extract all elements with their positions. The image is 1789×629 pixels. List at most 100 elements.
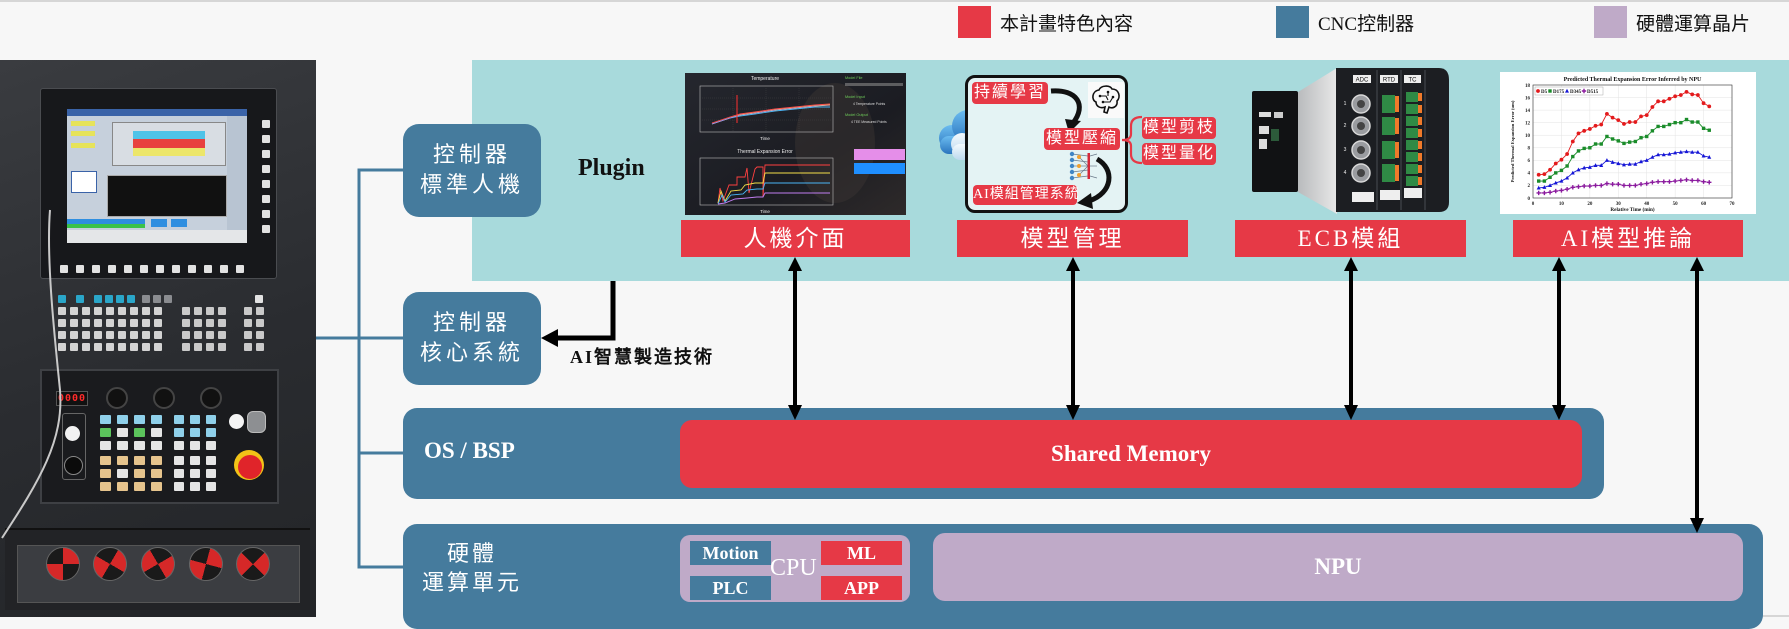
- softkey-bottom: [156, 265, 164, 273]
- data-point-d5: [1701, 101, 1706, 106]
- tc-terminal-latch: [1418, 141, 1422, 149]
- rtd-terminal-latch: [1395, 142, 1399, 158]
- model-quantization-label: 模型量化: [1142, 143, 1216, 165]
- function-key: [105, 295, 113, 303]
- data-point-d515: [1610, 181, 1615, 187]
- softkey-bottom: [220, 265, 228, 273]
- ecb-channel-4: 4: [1344, 170, 1347, 176]
- data-point-d5: [1673, 94, 1678, 99]
- operator-key: [117, 441, 128, 450]
- axis-key: [151, 482, 162, 491]
- data-point-d5: [1684, 90, 1689, 94]
- keyboard-key: [130, 319, 138, 327]
- legend-swatch-red: [958, 6, 991, 38]
- power-button-icon: [229, 414, 244, 429]
- data-point-d345: [1548, 183, 1553, 188]
- ecb-side-box: [1252, 91, 1298, 192]
- y-tick-label: 4: [1528, 172, 1531, 177]
- plc-chip: PLC: [690, 576, 771, 600]
- ecb-column-dividers: [1376, 70, 1426, 210]
- data-point-d515: [1661, 179, 1666, 184]
- data-point-d175: [1554, 171, 1558, 175]
- feed-override-knob-icon: [106, 387, 128, 409]
- data-point-d5: [1559, 157, 1564, 162]
- data-point-d175: [1536, 179, 1541, 183]
- legend-marker-d345: [1565, 88, 1569, 93]
- data-point-d175: [1696, 120, 1700, 124]
- keyboard-key: [82, 319, 90, 327]
- y-tick-label: 12: [1525, 121, 1531, 126]
- data-point-d515: [1655, 179, 1661, 184]
- ecb-module-photo: ADC RTD TC 1 2 3 4: [1252, 68, 1449, 214]
- data-point-d175: [1599, 142, 1603, 146]
- ecb-column-tc: TC: [1409, 78, 1418, 84]
- neural-network-icon: [1069, 151, 1098, 181]
- data-point-d515: [1553, 188, 1558, 194]
- data-point-d5: [1553, 161, 1558, 166]
- softkey-bottom: [92, 265, 100, 273]
- operator-key: [174, 441, 184, 450]
- data-point-d175: [1690, 120, 1694, 124]
- hmi-status-box-blue: [854, 163, 905, 174]
- softkey-side: [262, 210, 270, 218]
- hmi-temp-line-red: [711, 103, 831, 124]
- x-axis-label: Relative Time (min): [1610, 206, 1654, 213]
- data-point-d175: [1656, 124, 1660, 129]
- data-point-d345: [1542, 185, 1547, 189]
- y-tick-label: 6: [1528, 159, 1531, 164]
- series-d345: [1536, 149, 1712, 190]
- keyboard-key: [106, 319, 114, 327]
- keyboard-key: [154, 319, 162, 327]
- data-point-d515: [1564, 187, 1570, 192]
- legend-label-d345: D345: [1570, 90, 1582, 95]
- data-point-d5: [1678, 93, 1683, 97]
- softkey-bottom: [188, 265, 196, 273]
- legend-label-project-features: 本計畫特色內容: [1000, 14, 1134, 35]
- data-point-d515: [1587, 183, 1593, 189]
- softkey-bottom: [172, 265, 180, 273]
- function-key: [76, 295, 84, 303]
- x-tick-label: 70: [1730, 202, 1736, 207]
- keyboard-key: [82, 331, 90, 339]
- operator-key: [134, 441, 145, 450]
- softkey-side: [262, 120, 270, 128]
- screen-field: [71, 143, 95, 148]
- operator-key: [134, 428, 145, 437]
- function-key: [116, 295, 124, 303]
- data-point-d175: [1610, 137, 1615, 141]
- hmi-model-input-label: Model Input: [845, 95, 866, 99]
- data-point-d5: [1667, 96, 1672, 101]
- chart-band-cyan: [133, 131, 205, 139]
- y-tick-label: 14: [1525, 109, 1531, 114]
- data-point-d515: [1593, 183, 1598, 188]
- hmi-tee-line-purple: [717, 192, 830, 205]
- data-point-d345: [1616, 161, 1621, 166]
- plugin-label: Plugin: [578, 155, 645, 181]
- data-point-d175: [1679, 120, 1683, 125]
- keyboard-key: [106, 331, 114, 339]
- keyboard-key: [82, 307, 90, 315]
- ecb-channel-3: 3: [1344, 147, 1347, 153]
- data-point-d175: [1650, 129, 1655, 133]
- operator-key: [134, 415, 145, 424]
- screen-field: [71, 121, 95, 126]
- tc-terminal-block: [1406, 140, 1418, 150]
- data-point-d5: [1593, 123, 1598, 128]
- cycle-stop-button-icon: [64, 456, 83, 475]
- data-point-d175: [1616, 139, 1620, 143]
- plugin-to-core-arrow: [556, 281, 616, 341]
- module-label-ai-inference: AI模型推論: [1513, 220, 1743, 257]
- softkey-bottom: [76, 265, 84, 273]
- data-point-d345: [1667, 151, 1672, 156]
- data-point-d345: [1690, 149, 1695, 154]
- data-point-d175: [1576, 149, 1581, 153]
- series-line-d5: [1538, 91, 1710, 176]
- keyboard-key: [70, 319, 78, 327]
- cycle-button-frame: [62, 413, 86, 480]
- ecb-usb-port-icon: [1259, 112, 1271, 117]
- data-point-d175: [1684, 117, 1689, 122]
- rtd-terminal-latch: [1395, 96, 1399, 112]
- operator-key: [117, 428, 128, 437]
- data-point-d345: [1593, 163, 1598, 167]
- softkey-bottom: [124, 265, 132, 273]
